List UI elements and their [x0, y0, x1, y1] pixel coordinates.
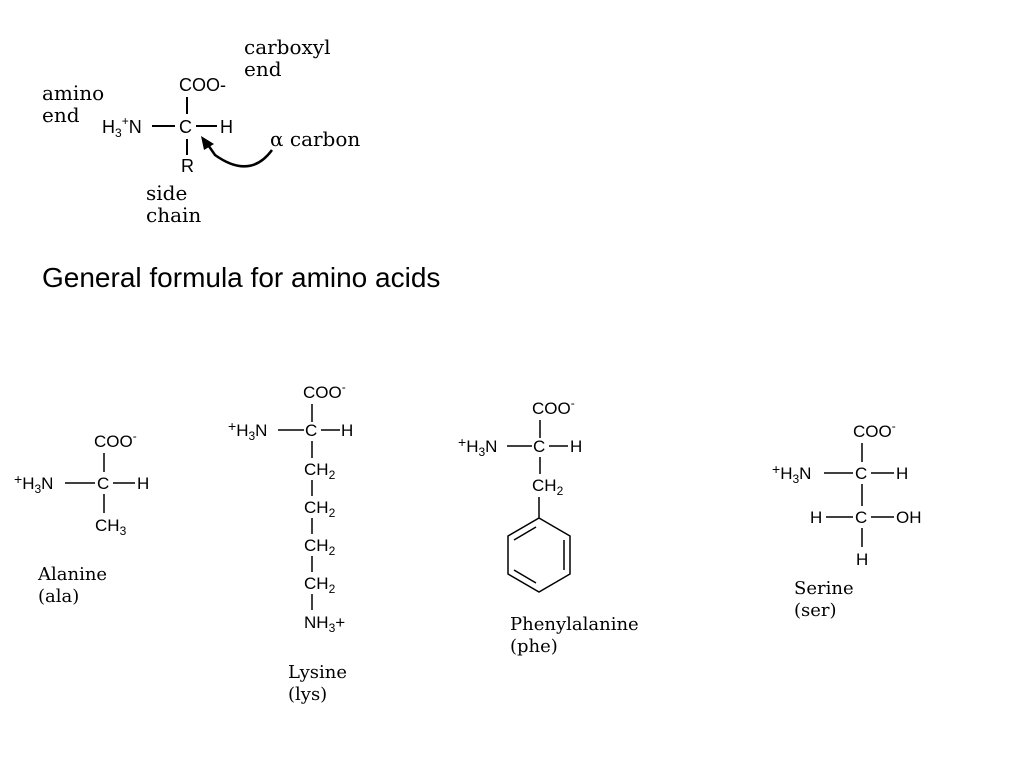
ser-h-bottom: H — [856, 550, 868, 569]
side-chain-label: side chain — [146, 182, 201, 226]
lys-h: H — [341, 421, 353, 440]
serine-name: Serine — [794, 578, 854, 599]
lysine-name-label: Lysine (lys) — [288, 662, 347, 706]
phe-coo: COO- — [532, 396, 575, 418]
lys-coo: COO- — [303, 380, 346, 402]
ser-h: H — [896, 464, 908, 483]
phe-h: H — [570, 437, 582, 456]
lys-nh3: NH3+ — [304, 613, 345, 635]
alpha-carbon-label: α carbon — [270, 127, 361, 151]
gen-r: R — [181, 156, 194, 176]
ala-h: H — [137, 474, 149, 493]
lys-ch2-4: CH2 — [304, 574, 336, 596]
lys-ch2-1: CH2 — [304, 460, 336, 482]
serine-name-label: Serine (ser) — [794, 578, 854, 622]
carboxyl-end-label: carboxyl end — [244, 36, 331, 80]
general-formula-structure: COO- H3+N C H R — [102, 75, 274, 176]
ala-coo: COO- — [94, 429, 137, 451]
side-chain-line2: chain — [146, 203, 202, 227]
lysine-structure: COO- +H3N C H CH2 CH2 CH2 CH2 NH3+ — [228, 380, 353, 635]
carboxyl-label-line1: carboxyl — [244, 35, 331, 59]
gen-h: H — [220, 117, 233, 137]
lys-ch2-2: CH2 — [304, 498, 336, 520]
ser-oh: OH — [896, 508, 922, 527]
ser-h-left2: H — [810, 508, 822, 527]
lysine-name: Lysine — [288, 662, 348, 683]
phenylalanine-abbr: (phe) — [510, 636, 558, 657]
alanine-name-label: Alanine (ala) — [38, 564, 107, 608]
benzene-double-2 — [513, 526, 537, 541]
amino-label-line1: amino — [42, 81, 105, 105]
ser-h3n: +H3N — [772, 461, 811, 486]
lys-h3n: +H3N — [228, 418, 267, 443]
lysine-abbr: (lys) — [288, 684, 328, 705]
phe-ch2: CH2 — [532, 476, 564, 498]
ser-c2: C — [855, 508, 867, 527]
alanine-abbr: (ala) — [38, 586, 80, 607]
gen-coo: COO- — [179, 75, 226, 95]
phenylalanine-name-label: Phenylalanine (phe) — [510, 614, 639, 658]
ser-coo: COO- — [853, 419, 896, 441]
gen-h3n: H3+N — [102, 114, 142, 140]
alanine-name: Alanine — [38, 564, 108, 585]
gen-c: C — [179, 117, 192, 137]
benzene-ring — [507, 517, 571, 593]
serine-abbr: (ser) — [794, 600, 837, 621]
lys-ch2-3: CH2 — [304, 536, 336, 558]
ala-ch3: CH3 — [95, 516, 127, 538]
ser-c: C — [855, 464, 867, 483]
phenylalanine-structure: COO- +H3N C H CH2 — [458, 396, 582, 593]
benzene-double-3 — [513, 569, 537, 584]
caption-general-formula: General formula for amino acids — [42, 262, 441, 293]
phe-c: C — [533, 437, 545, 456]
phenylalanine-name: Phenylalanine — [510, 614, 639, 635]
alanine-structure: COO- +H3N C H CH3 — [14, 429, 149, 538]
alpha-arrow — [204, 141, 274, 168]
side-chain-line1: side — [146, 181, 188, 205]
amino-end-label: amino end — [42, 82, 104, 126]
ala-c: C — [97, 474, 109, 493]
lys-c: C — [305, 421, 317, 440]
carboxyl-label-line2: end — [244, 57, 282, 81]
amino-label-line2: end — [42, 103, 80, 127]
alpha-arrow-head — [201, 136, 214, 150]
phe-h3n: +H3N — [458, 434, 497, 459]
ala-h3n: +H3N — [14, 471, 53, 496]
serine-structure: COO- +H3N C H H C OH H — [772, 419, 922, 569]
